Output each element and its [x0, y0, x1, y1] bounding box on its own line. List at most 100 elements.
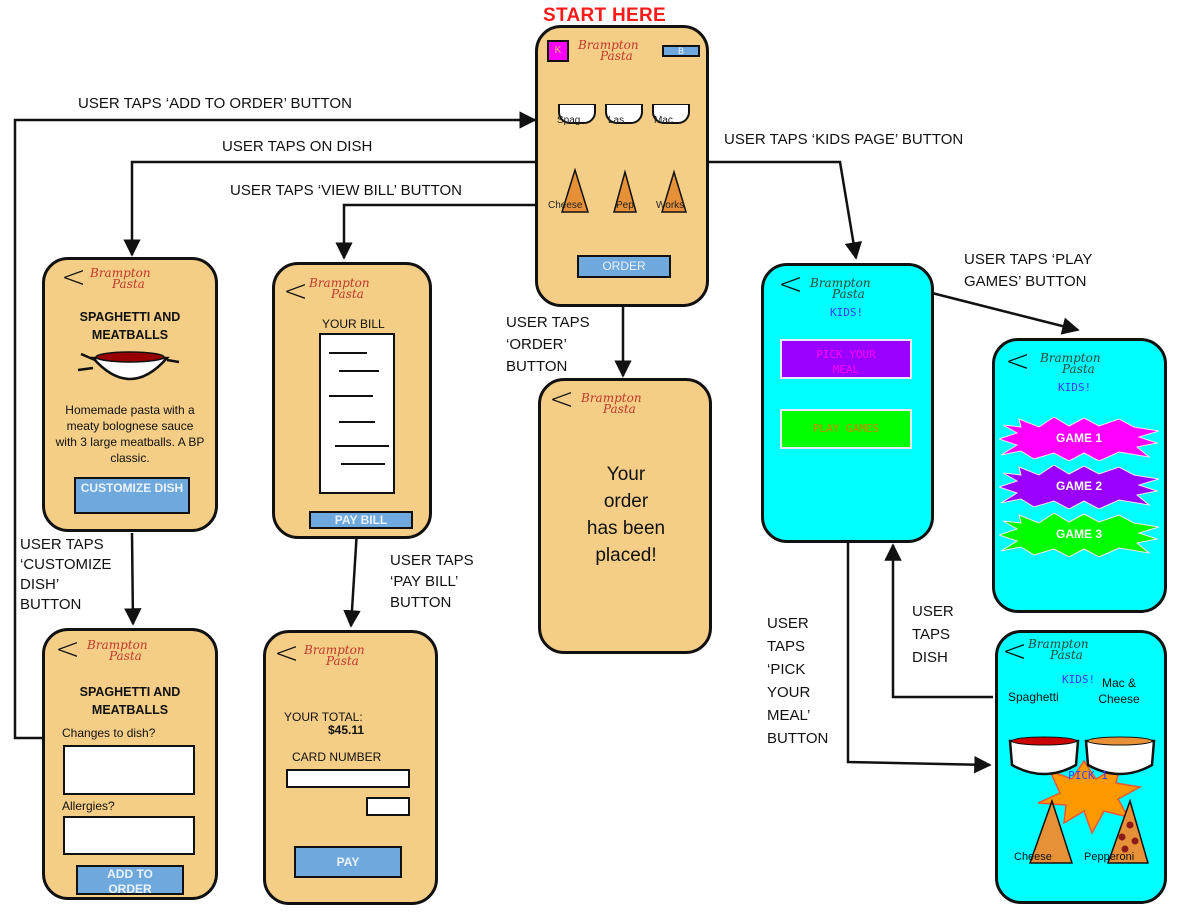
- brand-line2: Pasta: [109, 649, 142, 663]
- kids-pasta-item-mac: [1084, 736, 1156, 776]
- kids-pasta-label-mac: Mac & Cheese: [1098, 676, 1140, 706]
- kids-pasta-item-spaghetti: [1008, 736, 1080, 776]
- pizza-label-cheese[interactable]: Cheese: [548, 200, 583, 211]
- brand-line1: Brampton: [1028, 637, 1089, 651]
- kids-title: KIDS!: [1058, 381, 1092, 394]
- bill-title: YOUR BILL: [322, 317, 385, 331]
- cvv-input[interactable]: [366, 797, 410, 816]
- arrow-view-bill: [335, 203, 535, 260]
- brand-line2: Pasta: [331, 287, 364, 301]
- back-icon[interactable]: <: [283, 274, 309, 309]
- pay-button[interactable]: PAY: [294, 846, 402, 878]
- pasta-label-spag: Spag: [557, 115, 581, 126]
- kids-pizza-label-pepperoni[interactable]: Pepperoni: [1084, 851, 1135, 863]
- allergies-label: Allergies?: [62, 799, 115, 813]
- brand-line1: Brampton: [810, 276, 871, 290]
- allergies-input[interactable]: [63, 816, 195, 855]
- back-icon[interactable]: <: [1002, 634, 1028, 669]
- pizza-item-pep: [613, 169, 637, 213]
- back-icon[interactable]: <: [274, 636, 300, 671]
- arrow-pay-bill: [343, 529, 361, 628]
- card-number-input[interactable]: [286, 769, 410, 788]
- flow-label-add-to-order: USER TAPS ‘ADD TO ORDER’ BUTTON: [78, 95, 352, 112]
- play-games-button[interactable]: PLAY GAMES: [780, 409, 912, 449]
- back-icon[interactable]: <: [61, 260, 87, 295]
- brand-line1: Brampton: [1040, 351, 1101, 365]
- order-confirmation-message: Your order has been placed!: [586, 464, 666, 566]
- bill-line-item: [329, 395, 373, 397]
- bill-line-item: [339, 421, 375, 423]
- brand-line2: Pasta: [1050, 648, 1083, 662]
- kids-pasta-label-spaghetti: Spaghetti: [1008, 690, 1059, 704]
- back-icon[interactable]: <: [1005, 344, 1031, 379]
- bill-receipt: [319, 333, 395, 494]
- flow-label-customize: USER TAPS ‘CUSTOMIZE DISH’ BUTTON: [20, 536, 112, 613]
- pizza-label-works[interactable]: Works: [656, 200, 685, 211]
- start-here-label: START HERE: [543, 5, 666, 26]
- burst-polygon: [997, 416, 1160, 462]
- pay-bill-button[interactable]: PAY BILL: [309, 511, 413, 529]
- pasta-label-mac: Mac: [654, 115, 673, 126]
- pizza-item-cheese: [560, 168, 590, 213]
- order-button[interactable]: ORDER: [577, 255, 671, 278]
- back-icon[interactable]: <: [549, 382, 575, 417]
- brand-line2: Pasta: [600, 49, 633, 63]
- game-3-button[interactable]: GAME 3: [997, 512, 1160, 558]
- arrow-customize: [124, 532, 142, 626]
- game-3-label: GAME 3: [1055, 527, 1102, 541]
- add-to-order-button[interactable]: ADD TO ORDER: [76, 865, 184, 896]
- customize-dish-button[interactable]: CUSTOMIZE DISH: [74, 477, 190, 514]
- changes-to-dish-input[interactable]: [63, 745, 195, 795]
- brand-line2: Pasta: [603, 402, 636, 416]
- brand-line1: Brampton: [304, 643, 365, 657]
- dish-description: Homemade pasta with a meaty bolognese sa…: [55, 403, 205, 465]
- kids-title: KIDS!: [1062, 673, 1096, 686]
- arrow-play-games: [931, 291, 1080, 335]
- burst-shape-magenta: [997, 416, 1160, 462]
- game-2-button[interactable]: GAME 2: [997, 464, 1160, 510]
- kids-pizza-label-cheese[interactable]: Cheese: [1014, 851, 1052, 863]
- pasta-item-mac[interactable]: [652, 104, 690, 124]
- kids-meal-art: [1008, 736, 1156, 864]
- total-label: YOUR TOTAL:: [284, 710, 363, 724]
- brand-line1: Brampton: [309, 276, 370, 290]
- back-icon[interactable]: <: [55, 632, 81, 667]
- pick-your-meal-button[interactable]: PICK YOUR MEAL: [780, 339, 912, 379]
- pizza-label-pep[interactable]: Pep: [616, 200, 634, 211]
- dish-title: SPAGHETTI AND MEATBALLS: [79, 685, 181, 717]
- burst-shape-purple: [997, 464, 1160, 510]
- view-bill-button[interactable]: B: [662, 45, 700, 57]
- pasta-item-las[interactable]: [605, 104, 643, 124]
- bill-line-item: [341, 463, 385, 465]
- flow-label-taps-dish: USER TAPS DISH: [912, 603, 954, 666]
- pasta-item-spag[interactable]: [558, 104, 596, 124]
- back-icon[interactable]: <: [778, 267, 804, 302]
- spaghetti-bowl-icon: [77, 351, 180, 381]
- burst-shape-green: [997, 512, 1160, 558]
- brand-line1: Brampton: [90, 266, 151, 280]
- total-value: $45.11: [328, 723, 365, 737]
- flow-label-view-bill: USER TAPS ‘VIEW BILL’ BUTTON: [230, 182, 463, 199]
- card-number-label: CARD NUMBER: [292, 750, 382, 764]
- bill-line-item: [335, 445, 389, 447]
- brand-line1: Brampton: [581, 391, 642, 405]
- kids-page-button[interactable]: K: [547, 40, 569, 62]
- game-1-button[interactable]: GAME 1: [997, 416, 1160, 462]
- flow-label-kids-page: USER TAPS ‘KIDS PAGE’ BUTTON: [724, 131, 964, 148]
- pizza-item-works: [660, 169, 688, 213]
- bill-line-item: [339, 370, 379, 372]
- flow-label-pick-meal: USER TAPS ‘PICK YOUR MEAL’ BUTTON: [767, 615, 829, 747]
